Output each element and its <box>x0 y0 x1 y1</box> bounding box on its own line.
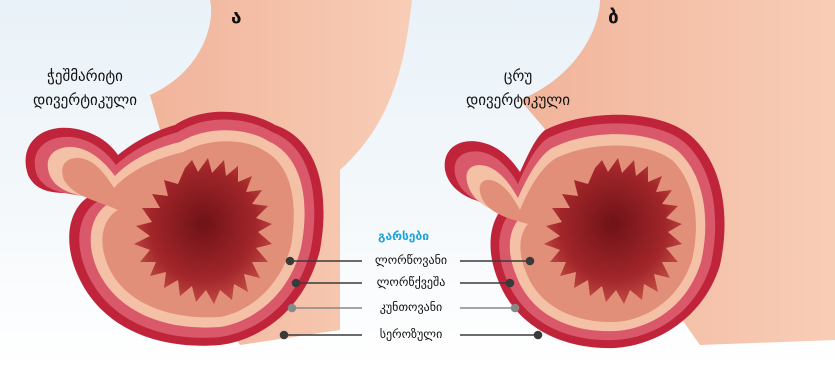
serosa-label: სეროზული <box>351 327 471 341</box>
mucosa-dot-left <box>287 258 294 265</box>
mucosa-dot-right <box>527 258 534 265</box>
panel-a-title: ჭეშმარიტი დივერტიკული <box>0 64 185 112</box>
panel-b-title: ცრუ დივერტიკული <box>418 64 618 112</box>
submucosa-label: ლორწქვეშა <box>351 275 471 289</box>
panel-b-title-line2: დივერტიკული <box>418 88 618 112</box>
panel-b-artwork <box>445 0 835 348</box>
muscularis-label: კუნთოვანი <box>351 300 471 314</box>
muscularis-dot-right <box>512 305 519 312</box>
panel-a-letter: ა <box>231 6 242 28</box>
panel-a-title-line2: დივერტიკული <box>0 88 185 112</box>
mucosa-label: ლორწოვანი <box>351 253 471 267</box>
panel-a-artwork <box>26 0 412 346</box>
layers-heading: გარსები <box>378 229 429 243</box>
serosa-dot-right <box>535 332 542 339</box>
panel-b-title-line1: ცრუ <box>418 64 618 88</box>
serosa-dot-left <box>281 332 288 339</box>
panel-a-title-line1: ჭეშმარიტი <box>0 64 185 88</box>
submucosa-dot-left <box>293 280 300 287</box>
muscularis-dot-left <box>289 305 296 312</box>
panel-b-letter: ბ <box>608 6 619 28</box>
submucosa-dot-right <box>507 280 514 287</box>
